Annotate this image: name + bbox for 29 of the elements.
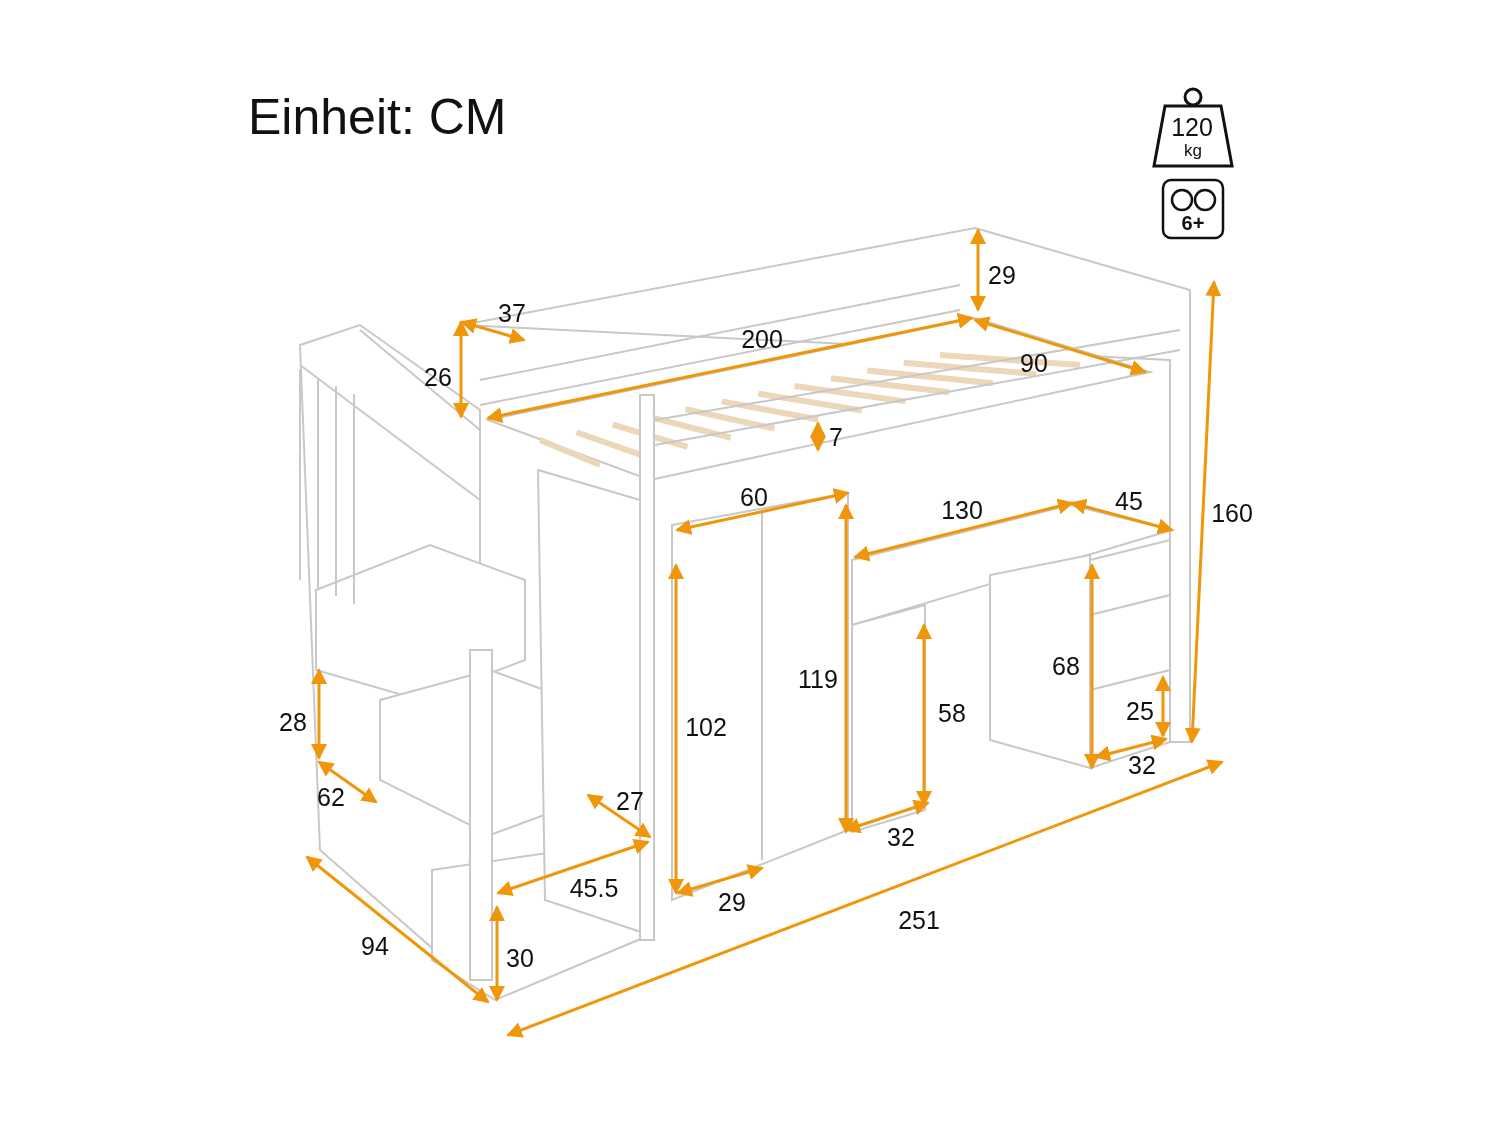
dimension-label: 68 xyxy=(1052,653,1080,679)
dimension-label: 119 xyxy=(798,666,838,692)
dimension-label: 7 xyxy=(829,424,843,450)
dimension-label: 200 xyxy=(741,326,783,352)
dimension-label: 30 xyxy=(506,945,534,971)
dimension-label: 60 xyxy=(740,484,768,510)
dimension-label: 130 xyxy=(941,497,983,523)
dimension-label: 28 xyxy=(279,709,307,735)
dimension-label: 29 xyxy=(718,889,746,915)
dimension-label: 90 xyxy=(1020,350,1048,376)
dimension-label: 45 xyxy=(1115,488,1143,514)
dimension-label: 32 xyxy=(887,824,915,850)
age-label: 6+ xyxy=(1181,213,1205,233)
dimension-label: 45.5 xyxy=(569,875,619,901)
dimension-label: 25 xyxy=(1126,698,1154,724)
dimension-label: 32 xyxy=(1128,752,1156,778)
dimension-label: 160 xyxy=(1211,500,1253,526)
dimension-label: 251 xyxy=(898,907,940,933)
dimension-label: 26 xyxy=(424,364,452,390)
dimension-label: 94 xyxy=(361,933,389,959)
dimension-label: 37 xyxy=(498,300,526,326)
weight-limit: 120 xyxy=(1171,114,1213,140)
dimension-label: 62 xyxy=(317,784,345,810)
weight-unit: kg xyxy=(1184,141,1202,159)
dimension-label: 29 xyxy=(988,262,1016,288)
dimension-label: 102 xyxy=(685,714,727,740)
dimension-label: 27 xyxy=(616,788,644,814)
dimension-label: 58 xyxy=(938,700,966,726)
unit-heading: Einheit: CM xyxy=(248,92,507,142)
